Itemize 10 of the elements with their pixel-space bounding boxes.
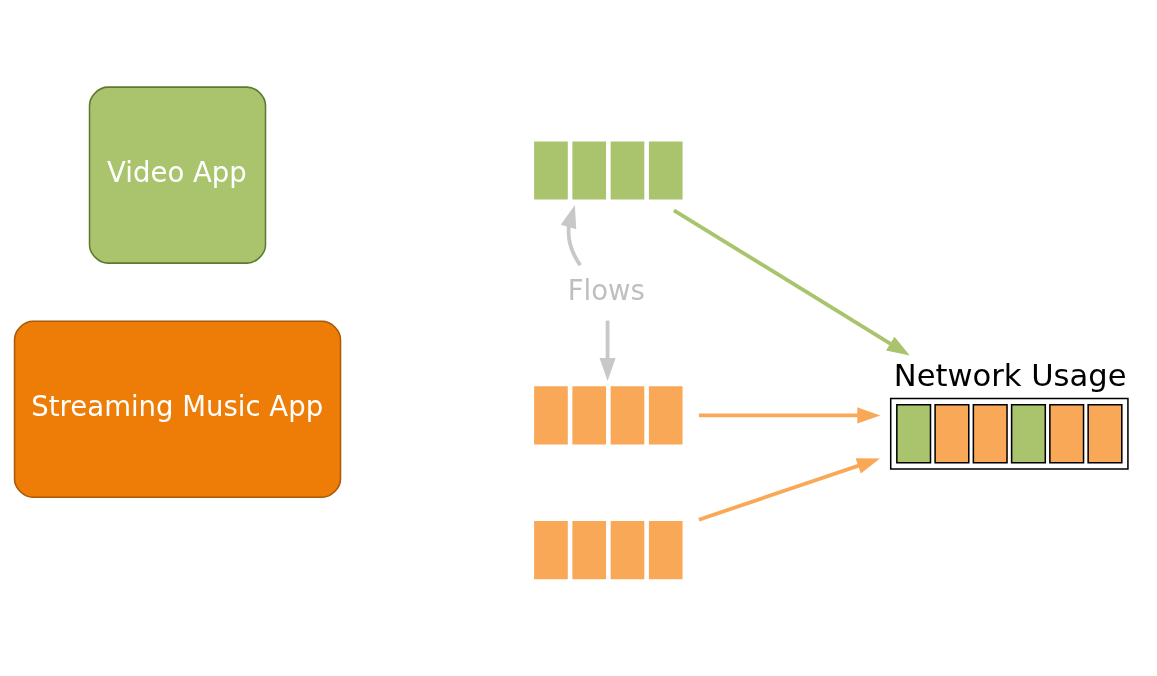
node-label: Network Usage	[893, 357, 1127, 393]
node-text: Flows	[567, 273, 645, 306]
arrow	[599, 320, 616, 381]
node-box: Streaming Music App	[13, 320, 342, 498]
node-box	[889, 397, 1129, 470]
node-box: Video App	[88, 85, 267, 264]
arrow	[672, 208, 910, 356]
arrow	[698, 457, 880, 521]
arrow	[560, 204, 582, 266]
arrow	[698, 406, 881, 423]
